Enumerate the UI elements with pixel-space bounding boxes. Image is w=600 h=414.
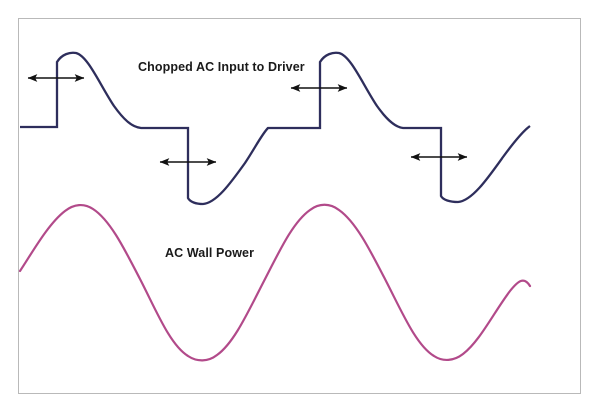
conduction-angle-arrows (27, 74, 468, 166)
figure-border (18, 18, 581, 394)
chopped-ac-line (20, 51, 531, 206)
ac-wall-power-label: AC Wall Power (165, 246, 255, 260)
ac-wall-power-line (18, 203, 532, 362)
ac-wall-power-waveform (18, 203, 532, 362)
chopped-ac-waveform (20, 51, 531, 206)
chopped-ac-label: Chopped AC Input to Driver (138, 60, 305, 74)
